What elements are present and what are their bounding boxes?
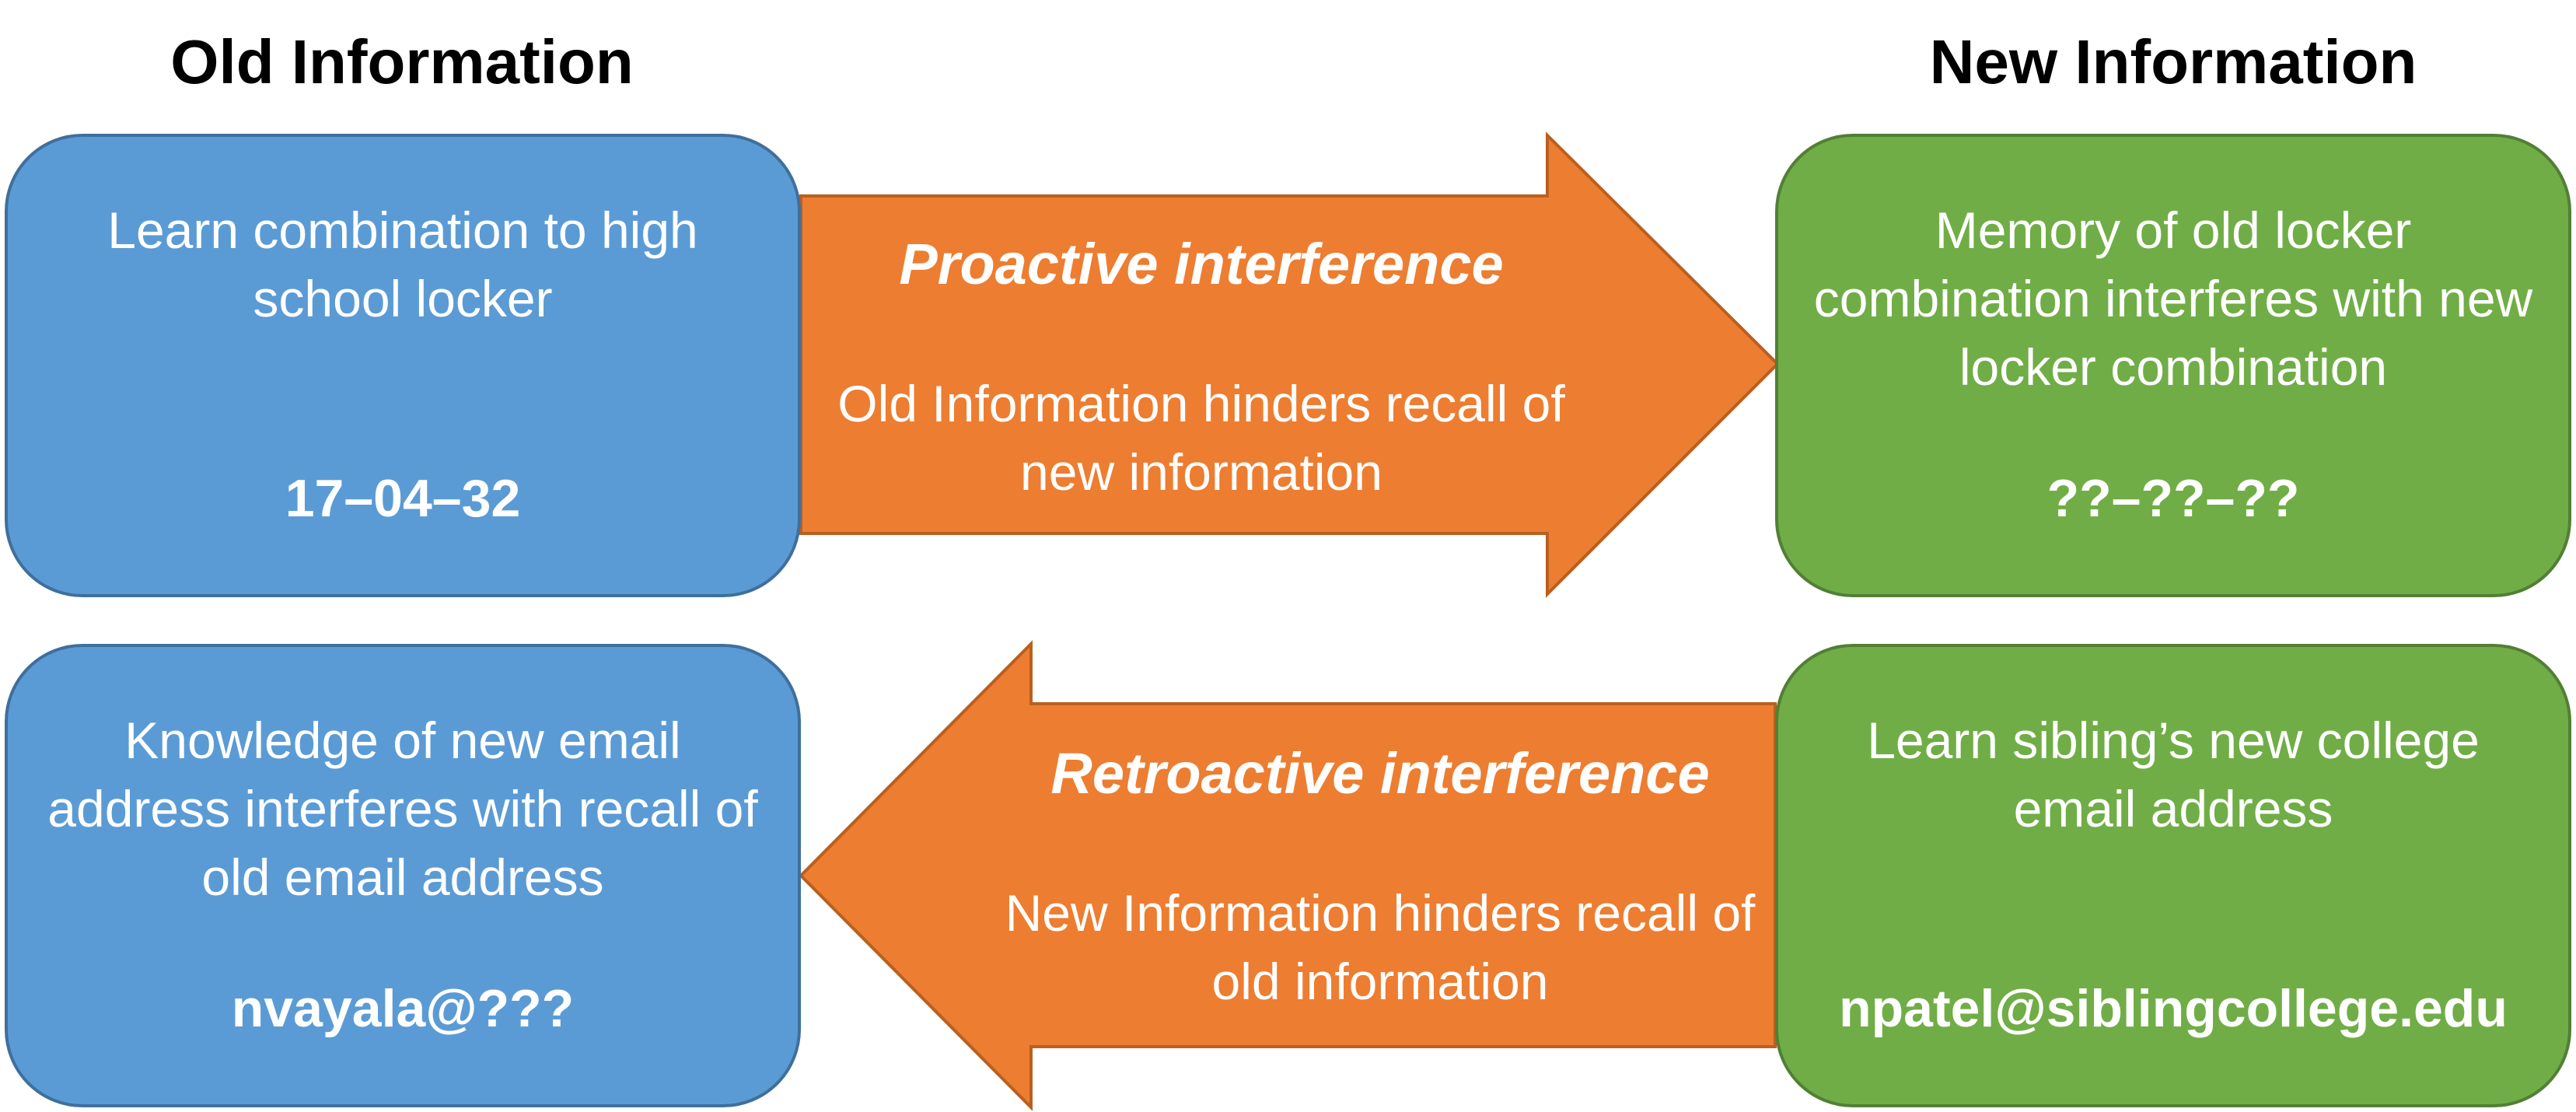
proactive-arrow — [799, 131, 1780, 598]
proactive-interference-title: Proactive interference — [899, 232, 1504, 296]
old-information-heading: Old Information — [170, 27, 634, 96]
old-email-box: Knowledge of new email address interfere… — [5, 644, 801, 1107]
new-email-code: npatel@siblingcollege.edu — [1839, 979, 2508, 1038]
old-locker-combination-box: Learn combination to high school locker … — [5, 134, 801, 597]
new-email-text: Learn sibling’s new college email addres… — [1867, 712, 2480, 837]
old-locker-text: Learn combination to high school locker — [107, 201, 698, 327]
old-email-code: nvayala@??? — [231, 979, 575, 1038]
proactive-interference-description: Old Information hinders recall of new in… — [837, 375, 1565, 501]
old-email-text: Knowledge of new email address interfere… — [47, 712, 758, 906]
retroactive-interference-title: Retroactive interference — [1050, 741, 1710, 806]
new-locker-code: ??–??–?? — [2046, 469, 2300, 528]
new-information-heading: New Information — [1929, 27, 2417, 96]
retroactive-interference-description: New Information hinders recall of old in… — [1005, 884, 1756, 1010]
new-email-box: Learn sibling’s new college email addres… — [1775, 644, 2571, 1107]
new-locker-text: Memory of old locker combination interfe… — [1813, 201, 2533, 396]
old-locker-code: 17–04–32 — [285, 469, 521, 528]
new-locker-combination-box: Memory of old locker combination interfe… — [1775, 134, 2571, 597]
retroactive-arrow — [799, 640, 1777, 1111]
